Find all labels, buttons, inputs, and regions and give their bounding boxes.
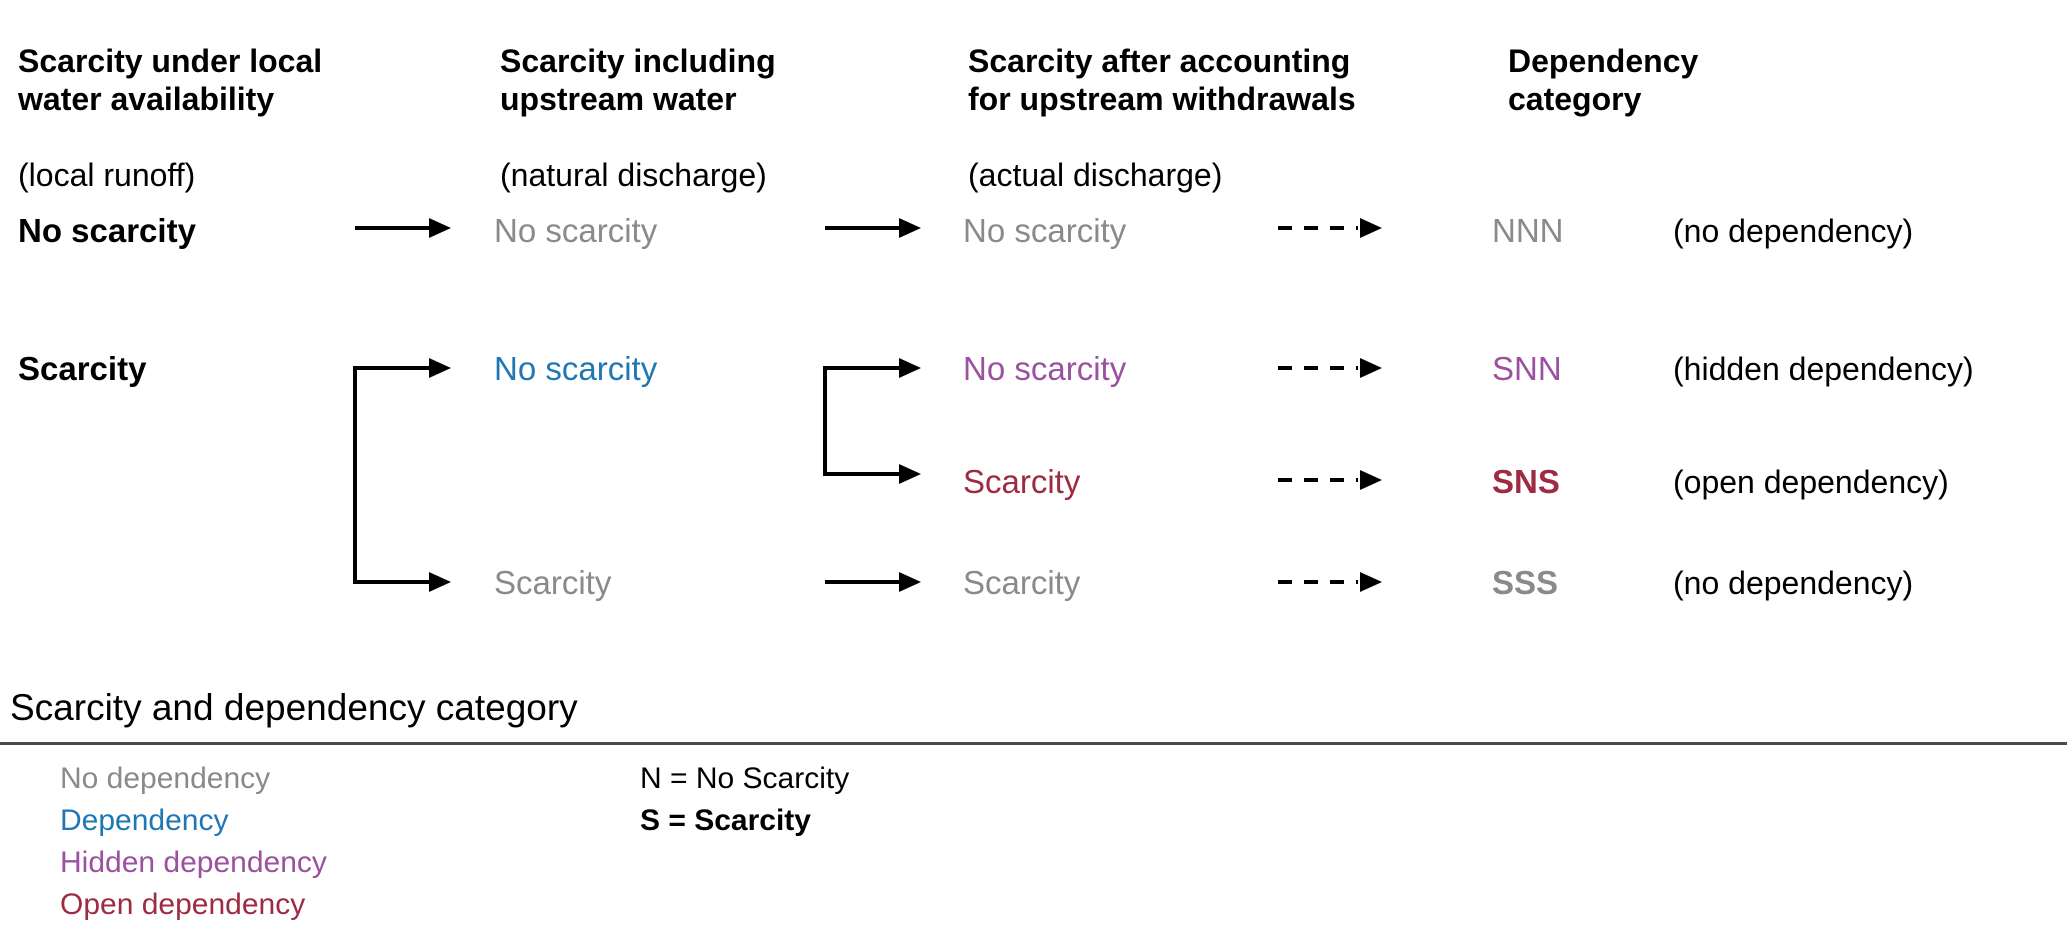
row-sss-code: SSS — [1492, 564, 1559, 601]
arrow-snn-to-category — [1278, 358, 1382, 378]
row-nnn-natural-label: No scarcity — [494, 212, 658, 249]
column-header-natural-subtitle: (natural discharge) — [500, 157, 767, 193]
arrow-sns-to-category — [1278, 470, 1382, 490]
arrow-nnn-natural-to-actual — [825, 218, 921, 238]
row-sss-note: (no dependency) — [1673, 565, 1914, 601]
row-nnn-actual-label: No scarcity — [963, 212, 1127, 249]
arrow-nnn-local-to-natural — [355, 218, 451, 238]
legend-item-hidden-dependency: Hidden dependency — [60, 846, 327, 879]
row-sss-actual-label: Scarcity — [963, 564, 1081, 601]
bracket-local-split — [353, 358, 451, 592]
column-header-local-subtitle: (local runoff) — [18, 157, 196, 193]
row-snn-code: SNN — [1492, 350, 1562, 387]
legend-item-dependency: Dependency — [60, 804, 229, 837]
row-snn-actual-label: No scarcity — [963, 350, 1127, 387]
row-snn-note: (hidden dependency) — [1673, 351, 1974, 387]
column-header-actual-title: Scarcity after accounting for upstream w… — [968, 43, 1356, 117]
column-header-natural-title: Scarcity including upstream water — [500, 43, 776, 117]
legend-key-scarcity: S = Scarcity — [640, 804, 811, 837]
row-sns-code: SNS — [1492, 463, 1560, 500]
row-sss-natural-label: Scarcity — [494, 564, 612, 601]
arrow-nnn-to-category — [1278, 218, 1382, 238]
column-header-actual-subtitle: (actual discharge) — [968, 157, 1223, 193]
arrow-sss-natural-to-actual — [825, 572, 921, 592]
column-header-local: Scarcity under local water availability … — [18, 4, 348, 232]
legend-title: Scarcity and dependency category — [10, 687, 578, 728]
arrow-sss-to-category — [1278, 572, 1382, 592]
legend-key-no-scarcity: N = No Scarcity — [640, 762, 850, 795]
legend-divider — [0, 742, 2067, 745]
column-header-natural: Scarcity including upstream water (natur… — [500, 4, 830, 232]
legend-item-open-dependency: Open dependency — [60, 888, 306, 921]
legend-item-no-dependency: No dependency — [60, 762, 271, 795]
column-header-actual: Scarcity after accounting for upstream w… — [968, 4, 1468, 232]
bracket-natural-split — [823, 358, 921, 484]
row-sns-actual-label: Scarcity — [963, 463, 1081, 500]
column-header-dependency: Dependency category — [1508, 4, 1838, 156]
row-scarcity-local-label: Scarcity — [18, 350, 147, 387]
row-nnn-code: NNN — [1492, 212, 1564, 249]
column-header-local-title: Scarcity under local water availability — [18, 43, 323, 117]
row-snn-natural-label: No scarcity — [494, 350, 658, 387]
row-nnn-local-label: No scarcity — [18, 212, 196, 249]
column-header-dependency-title: Dependency category — [1508, 43, 1699, 117]
row-nnn-note: (no dependency) — [1673, 213, 1914, 249]
row-sns-note: (open dependency) — [1673, 464, 1949, 500]
